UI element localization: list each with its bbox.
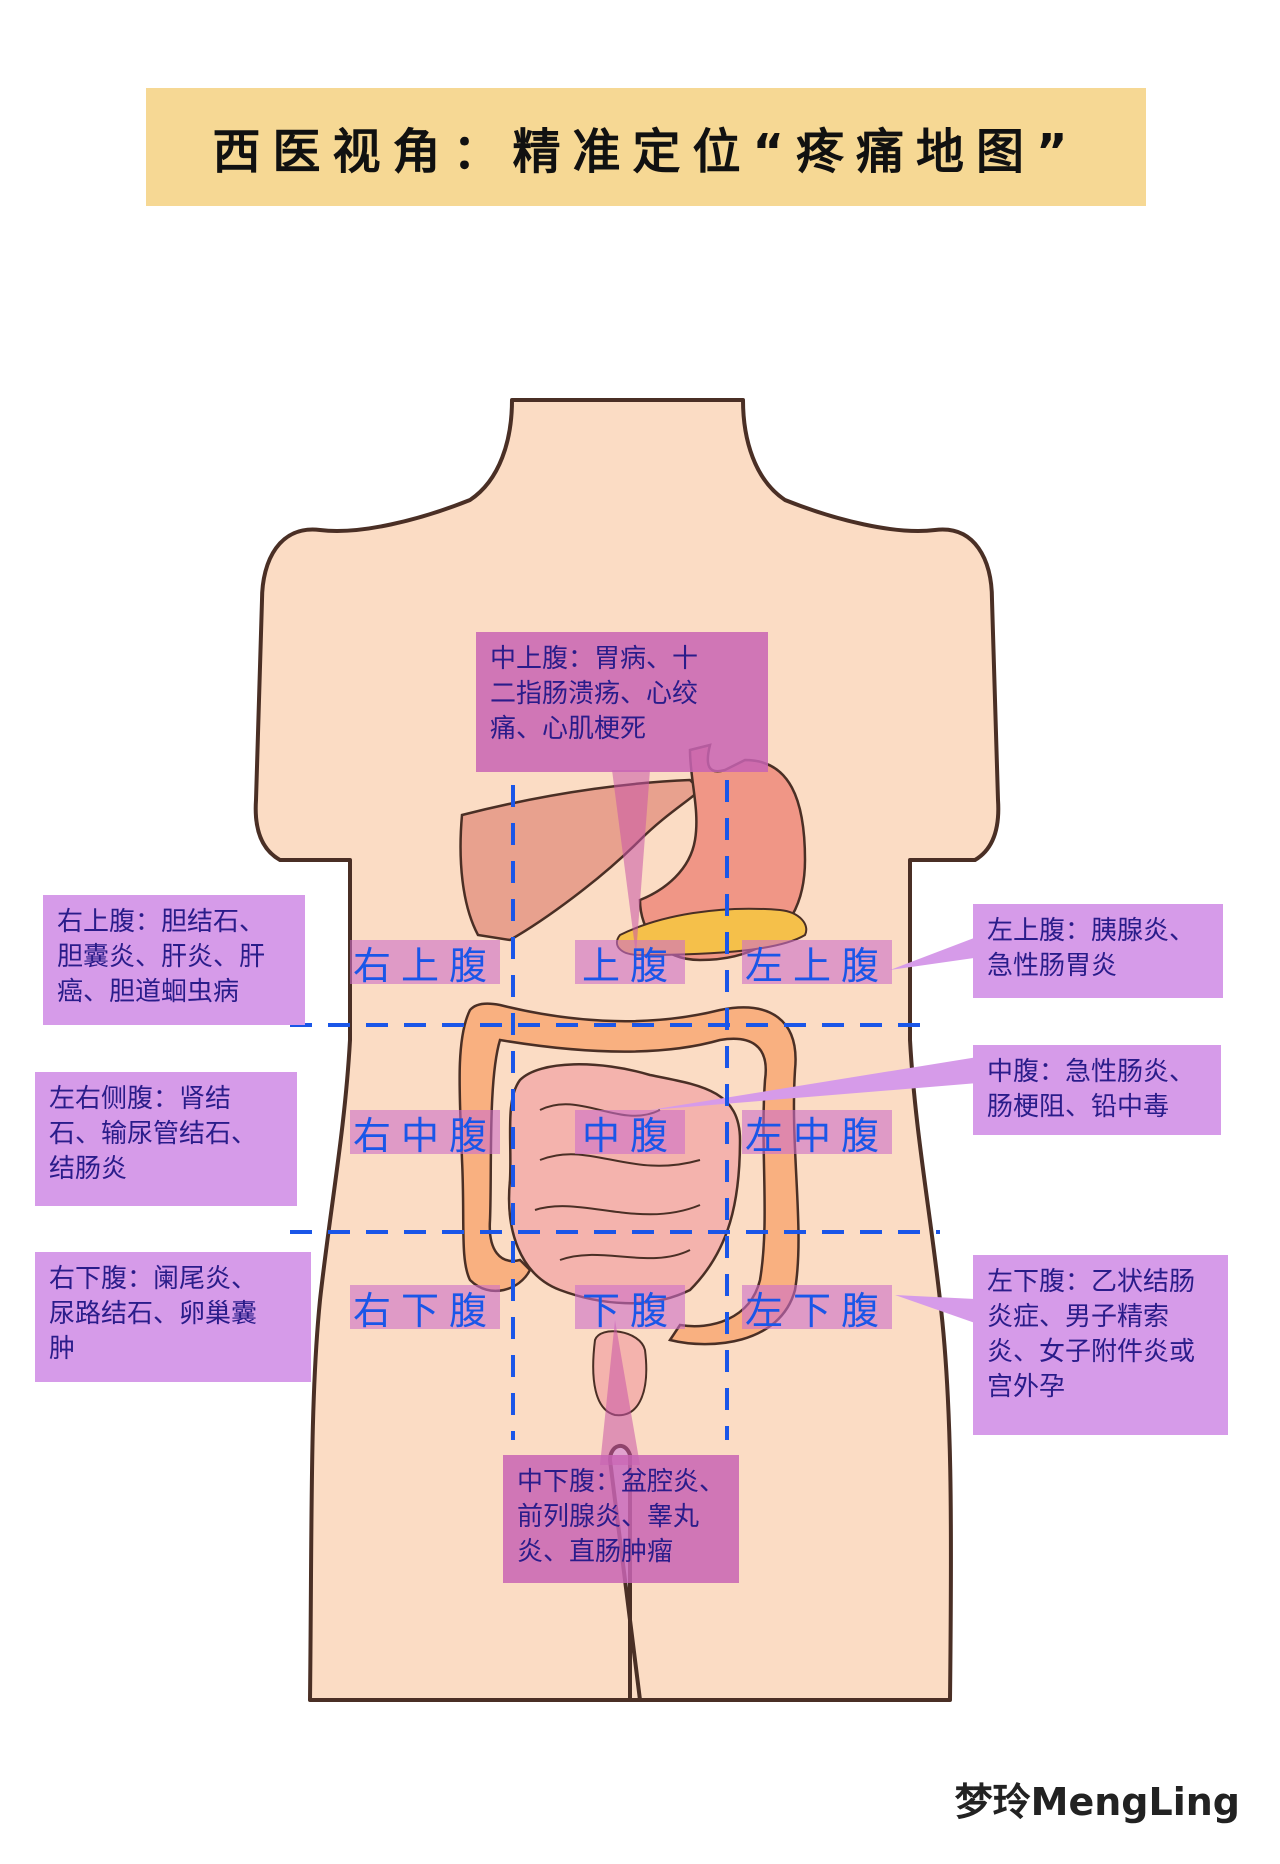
info-line: 中腹：急性肠炎、 <box>987 1057 1196 1087</box>
info-line: 癌、胆道蛔虫病 <box>57 977 240 1007</box>
info-middle: 中腹：急性肠炎、 肠梗阻、铅中毒 <box>973 1045 1221 1135</box>
pointer-mid-lower <box>600 1320 640 1465</box>
info-line: 二指肠溃疡、心绞 <box>490 679 699 709</box>
info-mid-lower: 中下腹：盆腔炎、 前列腺炎、睾丸 炎、直肠肿瘤 <box>503 1455 739 1583</box>
region-left-lower: 左下腹 <box>742 1285 892 1333</box>
pointer-middle <box>650 1055 990 1110</box>
brand-logo: 梦玲MengLing <box>954 1780 1240 1824</box>
pointer-left-lower <box>895 1295 995 1330</box>
info-left-lower: 左下腹：乙状结肠 炎症、男子精索 炎、女子附件炎或 宫外孕 <box>973 1255 1228 1435</box>
info-line: 炎、直肠肿瘤 <box>517 1537 674 1567</box>
info-line: 石、输尿管结石、 <box>49 1119 258 1149</box>
info-right-upper: 右上腹：胆结石、 胆囊炎、肝炎、肝 癌、胆道蛔虫病 <box>43 895 305 1025</box>
info-line: 右上腹：胆结石、 <box>57 907 266 937</box>
region-middle: 中腹 <box>575 1110 685 1158</box>
info-line: 左下腹：乙状结肠 <box>987 1267 1196 1297</box>
info-line: 右下腹：阑尾炎、 <box>49 1264 258 1294</box>
info-sides: 左右侧腹：肾结 石、输尿管结石、 结肠炎 <box>35 1072 297 1206</box>
info-right-lower: 右下腹：阑尾炎、 尿路结石、卵巢囊 肿 <box>35 1252 311 1382</box>
region-lower: 下腹 <box>575 1285 685 1333</box>
info-line: 尿路结石、卵巢囊 <box>49 1299 258 1329</box>
title-banner: 西医视角：精准定位“疼痛地图” <box>146 88 1146 206</box>
region-right-upper: 右上腹 <box>350 940 500 988</box>
info-line: 前列腺炎、睾丸 <box>517 1502 700 1532</box>
info-line: 宫外孕 <box>987 1372 1066 1402</box>
pointer-mid-upper <box>612 770 650 955</box>
region-upper: 上腹 <box>575 940 685 988</box>
info-line: 胆囊炎、肝炎、肝 <box>57 942 266 972</box>
region-grid <box>290 780 940 1440</box>
region-left-middle: 左中腹 <box>742 1110 892 1158</box>
pointer-left-upper <box>890 930 995 970</box>
page-title: 西医视角：精准定位“疼痛地图” <box>212 124 1080 180</box>
info-line: 左上腹：胰腺炎、 <box>987 916 1196 946</box>
info-mid-upper: 中上腹：胃病、十 二指肠溃疡、心绞 痛、心肌梗死 <box>476 632 768 772</box>
info-line: 炎症、男子精索 <box>987 1302 1170 1332</box>
info-left-upper: 左上腹：胰腺炎、 急性肠胃炎 <box>973 904 1223 998</box>
info-line: 肿 <box>49 1334 76 1364</box>
info-line: 左右侧腹：肾结 <box>49 1084 232 1114</box>
info-line: 炎、女子附件炎或 <box>987 1337 1196 1367</box>
info-line: 痛、心肌梗死 <box>490 714 647 744</box>
region-right-middle: 右中腹 <box>350 1110 500 1158</box>
small-intestine <box>507 1063 742 1305</box>
region-left-upper: 左上腹 <box>742 940 892 988</box>
info-line: 肠梗阻、铅中毒 <box>987 1092 1170 1122</box>
info-line: 中上腹：胃病、十 <box>490 644 699 674</box>
info-line: 急性肠胃炎 <box>987 951 1118 981</box>
region-right-lower: 右下腹 <box>350 1285 500 1333</box>
info-line: 中下腹：盆腔炎、 <box>517 1467 726 1497</box>
info-line: 结肠炎 <box>49 1154 128 1184</box>
